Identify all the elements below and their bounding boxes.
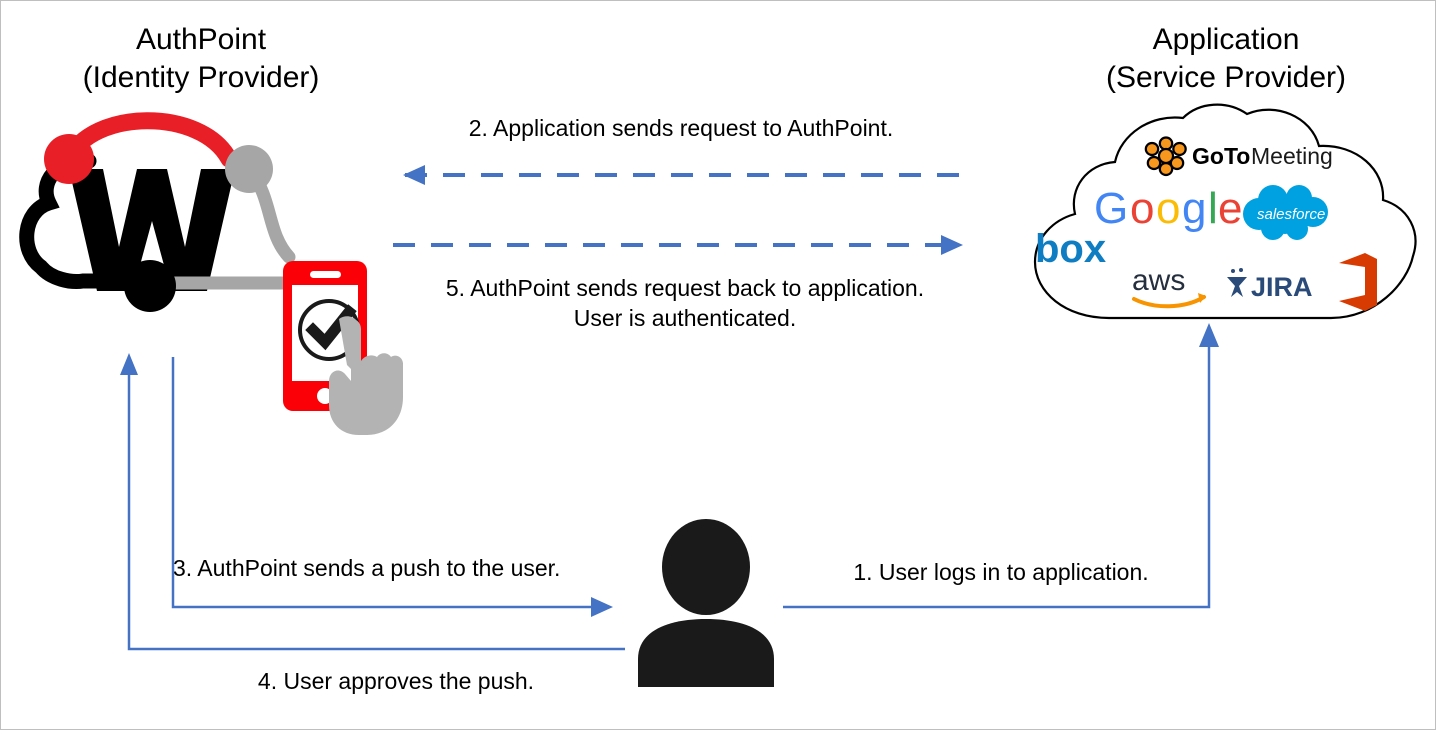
gotomeeting-flower-icon [1144, 136, 1187, 177]
watchguard-w-letter [69, 169, 235, 291]
aws-wordmark: aws [1132, 264, 1185, 297]
page-title-application: Application (Service Provider) [1105, 23, 1347, 95]
jira-figure-icon [1227, 268, 1247, 297]
label-step-1: 1. User logs in to application. [853, 559, 1149, 585]
svg-text:G: G [1094, 184, 1128, 233]
svg-text:o: o [1130, 184, 1154, 233]
watchguard-black-node [124, 260, 176, 312]
arrow-step-1-line [783, 343, 1211, 609]
arrow-step-5-head [941, 235, 963, 255]
gotomeeting-bold-text: GoTo [1192, 143, 1250, 169]
arrow-step-3 [161, 341, 631, 621]
label-step-3: 3. AuthPoint sends a push to the user. [173, 555, 561, 581]
svg-text:o: o [1156, 184, 1180, 233]
salesforce-cloud-shape [1243, 185, 1328, 240]
application-cloud [1013, 103, 1425, 334]
svg-text:l: l [1208, 184, 1218, 233]
arrow-step-1 [779, 317, 1225, 617]
cloud-outline [1033, 103, 1417, 320]
logo-gotomeeting: GoTo Meeting [1144, 136, 1358, 177]
gotomeeting-regular-text: Meeting [1251, 143, 1333, 169]
arrow-step-4-head [120, 353, 138, 375]
page-title-authpoint: AuthPoint (Identity Provider) [82, 23, 320, 95]
arrow-step-3-head [591, 597, 613, 617]
arrow-step-4 [117, 341, 637, 661]
arrow-step-1-head [1199, 323, 1219, 347]
arrow-step-3-line [171, 357, 609, 609]
arrow-step-4-line [127, 371, 625, 651]
user-silhouette-icon [626, 519, 786, 689]
arrow-step-2-head [403, 165, 425, 185]
arrow-step-5 [389, 231, 981, 261]
logo-office [1333, 251, 1383, 313]
label-step-2: 2. Application sends request to AuthPoin… [468, 115, 894, 141]
logo-salesforce: salesforce [1239, 184, 1343, 240]
aws-smile-arrow [1198, 293, 1206, 303]
hand-tap-icon [329, 316, 403, 435]
svg-text:e: e [1218, 184, 1242, 233]
watchguard-red-node [44, 134, 94, 184]
phone-speaker [310, 271, 341, 278]
office-mark-icon [1339, 253, 1377, 311]
user-head [662, 519, 750, 615]
logo-google: G o o g l e [1094, 184, 1242, 233]
box-wordmark: box [1035, 227, 1106, 271]
aws-smile-icon [1132, 295, 1206, 309]
salesforce-wordmark: salesforce [1257, 206, 1325, 223]
logo-box: box [1035, 227, 1127, 271]
logo-jira: JIRA [1225, 267, 1321, 303]
arrow-step-2 [381, 161, 981, 191]
phone-with-checkmark-icon [277, 257, 417, 437]
user-body [638, 619, 774, 687]
svg-text:g: g [1182, 184, 1206, 233]
watchguard-gray-node [225, 145, 273, 193]
jira-wordmark: JIRA [1251, 272, 1313, 302]
label-step-5: 5. AuthPoint sends request back to appli… [445, 275, 925, 332]
watchguard-cloud-logo [11, 111, 331, 351]
label-step-4: 4. User approves the push. [257, 668, 535, 694]
logo-aws: aws [1132, 263, 1208, 309]
